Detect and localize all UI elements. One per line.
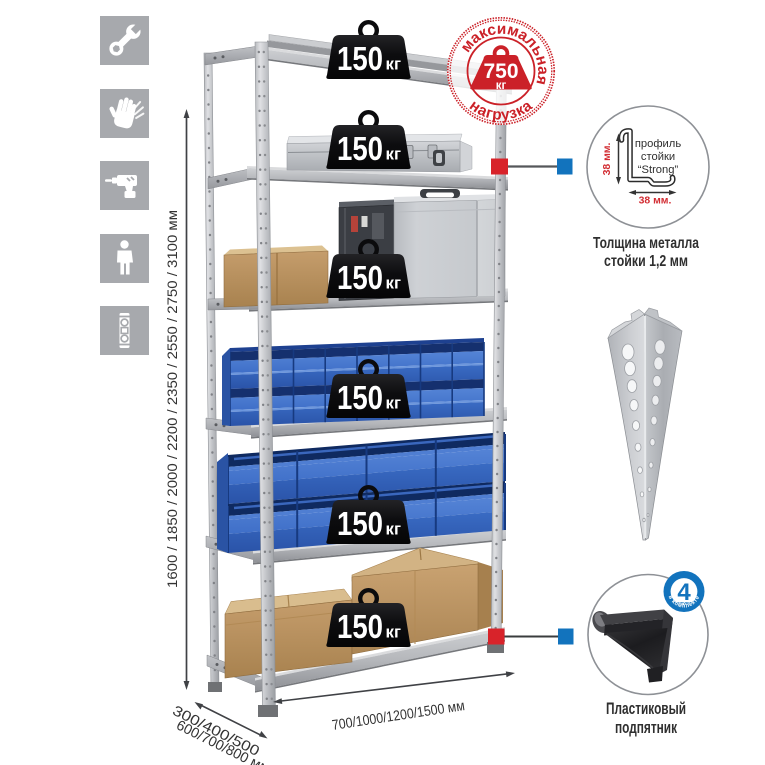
weight-badge-2: 150 кг xyxy=(326,109,411,169)
cardboard-box-left xyxy=(224,588,353,679)
svg-text:150: 150 xyxy=(337,380,383,417)
wrench-icon xyxy=(100,16,149,65)
marker-red-top xyxy=(491,158,508,175)
svg-text:кг: кг xyxy=(386,624,402,642)
svg-text:кг: кг xyxy=(386,395,402,413)
marker-red-bottom xyxy=(488,628,505,645)
weight-badge-6: 150 кг xyxy=(326,588,411,647)
profile-detail: 38 мм. 38 мм. профиль стойки “Strong” То… xyxy=(586,105,710,270)
profile-dim-vertical: 38 мм. xyxy=(602,143,613,176)
shelving-rack xyxy=(203,34,512,717)
svg-text:профиль: профиль xyxy=(635,138,681,150)
feature-tile-person xyxy=(100,233,149,283)
svg-text:кг: кг xyxy=(386,275,402,293)
svg-text:150: 150 xyxy=(337,260,383,297)
feature-tile-drill xyxy=(100,161,149,210)
svg-text:150: 150 xyxy=(337,609,383,646)
depth-dimension: 300/400/500 600/700/800 мм xyxy=(170,702,272,765)
svg-text:150: 150 xyxy=(337,506,383,543)
person-icon xyxy=(100,234,149,283)
height-dimension-label: 1600 / 1850 / 2000 / 2200 / 2350 / 2550 … xyxy=(165,210,181,588)
cardboard-box-small xyxy=(223,245,329,308)
depth-dimension-label2: 600/700/800 мм xyxy=(174,718,272,765)
foot-caption-2: подпятник xyxy=(615,719,678,737)
svg-text:стойки: стойки xyxy=(641,151,675,163)
profile-dim-horizontal: 38 мм. xyxy=(639,196,672,207)
feature-tile-gloves xyxy=(100,88,149,138)
weight-badge-5: 150 кг xyxy=(326,485,411,544)
marker-blue-top xyxy=(557,158,573,175)
max-load-stamp: максимальная нагрузка 750 кг xyxy=(446,16,556,126)
height-dimension: 1600 / 1850 / 2000 / 2200 / 2350 / 2550 … xyxy=(165,109,190,690)
svg-text:кг: кг xyxy=(386,521,402,539)
weight-badge-1: 150 кг xyxy=(326,20,411,79)
level-icon xyxy=(100,306,149,355)
shelf-load-badges: 150 кг 150 кг 150 кг 150 кг 150 кг 150 к… xyxy=(326,20,411,647)
weight-badge-3: 150 кг xyxy=(326,238,411,298)
svg-text:150: 150 xyxy=(337,41,383,78)
aluminium-case-standing xyxy=(393,189,506,299)
drill-icon xyxy=(100,161,149,210)
svg-text:750: 750 xyxy=(483,60,518,83)
angle-post-detail xyxy=(607,307,683,541)
foot-caption-1: Пластиковый xyxy=(606,700,686,718)
back-left-post xyxy=(203,52,222,692)
profile-caption-1: Толщина металла xyxy=(593,235,699,252)
svg-text:штуки: штуки xyxy=(677,602,692,607)
profile-caption-2: стойки 1,2 мм xyxy=(604,253,688,270)
svg-text:кг: кг xyxy=(496,80,507,92)
svg-text:кг: кг xyxy=(386,146,402,164)
front-left-post xyxy=(254,41,278,717)
width-dimension-label: 700/1000/1200/1500 мм xyxy=(331,698,466,734)
gloves-icon xyxy=(100,89,149,138)
quantity-badge: 4 штуки в комплекте xyxy=(663,571,705,612)
svg-text:кг: кг xyxy=(386,56,402,74)
connector-top xyxy=(491,158,573,175)
plastic-foot xyxy=(592,609,673,683)
feature-tile-wrench xyxy=(100,16,149,65)
svg-text:4: 4 xyxy=(677,579,691,606)
svg-text:150: 150 xyxy=(337,131,383,168)
connector-bottom xyxy=(488,628,574,645)
feature-tile-level xyxy=(100,306,149,355)
marker-blue-bottom xyxy=(558,628,574,645)
svg-text:“Strong”: “Strong” xyxy=(638,164,679,176)
weight-badge-4: 150 кг xyxy=(326,359,411,418)
foot-detail: 4 штуки в комплекте Пластиковый подпятни… xyxy=(587,571,709,737)
